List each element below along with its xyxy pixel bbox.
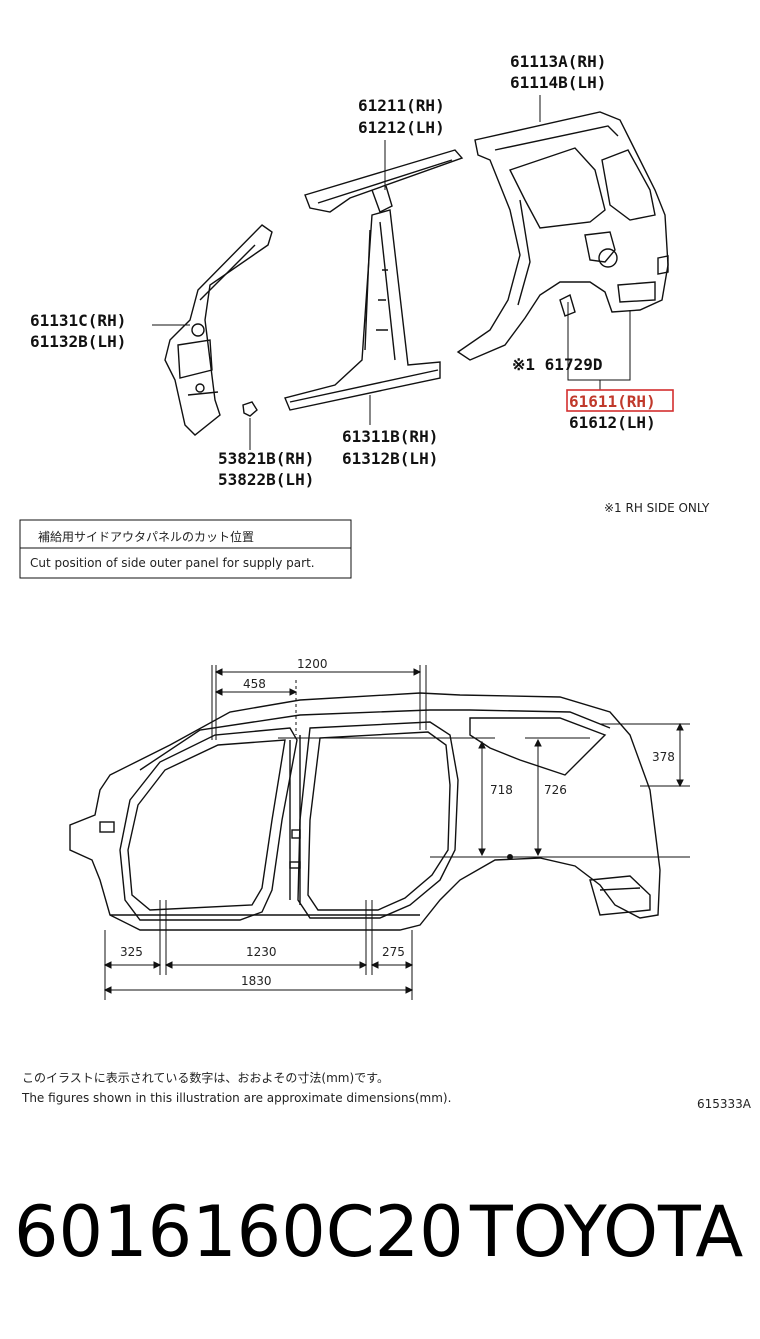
callout-61311-rh: 61311B(RH) bbox=[342, 427, 438, 446]
callout-61729d: ※1 61729D bbox=[512, 355, 602, 374]
callout-61212-lh: 61212(LH) bbox=[358, 118, 445, 137]
center-pillar-part bbox=[284, 209, 441, 411]
leader-lines bbox=[152, 95, 631, 450]
callout-61114-lh: 61114B(LH) bbox=[510, 73, 606, 92]
front-pillar-part bbox=[164, 224, 273, 436]
callout-61131-rh: 61131C(RH) bbox=[30, 311, 126, 330]
callout-61611-rh: 61611(RH) bbox=[569, 392, 656, 411]
quarter-panel-part bbox=[456, 111, 669, 361]
callout-61132-lh: 61132B(LH) bbox=[30, 332, 126, 351]
part-number-line: 6016160C20 TOYOTA bbox=[14, 1191, 743, 1273]
roof-side-rail-part bbox=[304, 149, 464, 213]
dim-378: 378 bbox=[652, 750, 675, 764]
figure-code: 615333A bbox=[697, 1097, 752, 1111]
side-panel-outline bbox=[69, 692, 661, 931]
dim-1230: 1230 bbox=[246, 945, 277, 959]
highlight-box bbox=[566, 389, 674, 412]
dim-718: 718 bbox=[490, 783, 513, 797]
callout-53821-rh: 53821B(RH) bbox=[218, 449, 314, 468]
footnote-en: The figures shown in this illustration a… bbox=[21, 1091, 451, 1105]
callout-61312-lh: 61312B(LH) bbox=[342, 449, 438, 468]
dim-275: 275 bbox=[382, 945, 405, 959]
rh-side-only-note: ※1 RH SIDE ONLY bbox=[604, 501, 710, 515]
parts-illustration bbox=[152, 95, 669, 450]
brand-name: TOYOTA bbox=[469, 1191, 743, 1273]
dim-458: 458 bbox=[243, 677, 266, 691]
footnote-jp: このイラストに表示されている数字は、おおよその寸法(mm)です。 bbox=[22, 1070, 389, 1085]
callout-61113-rh: 61113A(RH) bbox=[510, 52, 606, 71]
dimension-lines bbox=[103, 665, 690, 1000]
cut-position-box: 補給用サイドアウタパネルのカット位置 Cut position of side … bbox=[19, 519, 352, 579]
part-number: 6016160C20 bbox=[14, 1191, 464, 1273]
footnote: このイラストに表示されている数字は、おおよその寸法(mm)です。 The fig… bbox=[21, 1070, 752, 1111]
callout-61612-lh: 61612(LH) bbox=[569, 413, 656, 432]
dim-1200: 1200 bbox=[297, 657, 328, 671]
callout-61211-rh: 61211(RH) bbox=[358, 96, 445, 115]
cut-position-en: Cut position of side outer panel for sup… bbox=[30, 556, 315, 570]
clip-part bbox=[242, 401, 258, 417]
cut-position-jp: 補給用サイドアウタパネルのカット位置 bbox=[38, 529, 254, 544]
dim-726: 726 bbox=[544, 783, 567, 797]
callout-53822-lh: 53822B(LH) bbox=[218, 470, 314, 489]
dim-1830: 1830 bbox=[241, 974, 272, 988]
dim-325: 325 bbox=[120, 945, 143, 959]
upper-callouts: 61113A(RH) 61114B(LH) 61211(RH) 61212(LH… bbox=[30, 52, 710, 515]
dimension-labels: 1200 458 718 726 378 325 1230 275 1830 bbox=[120, 657, 675, 988]
